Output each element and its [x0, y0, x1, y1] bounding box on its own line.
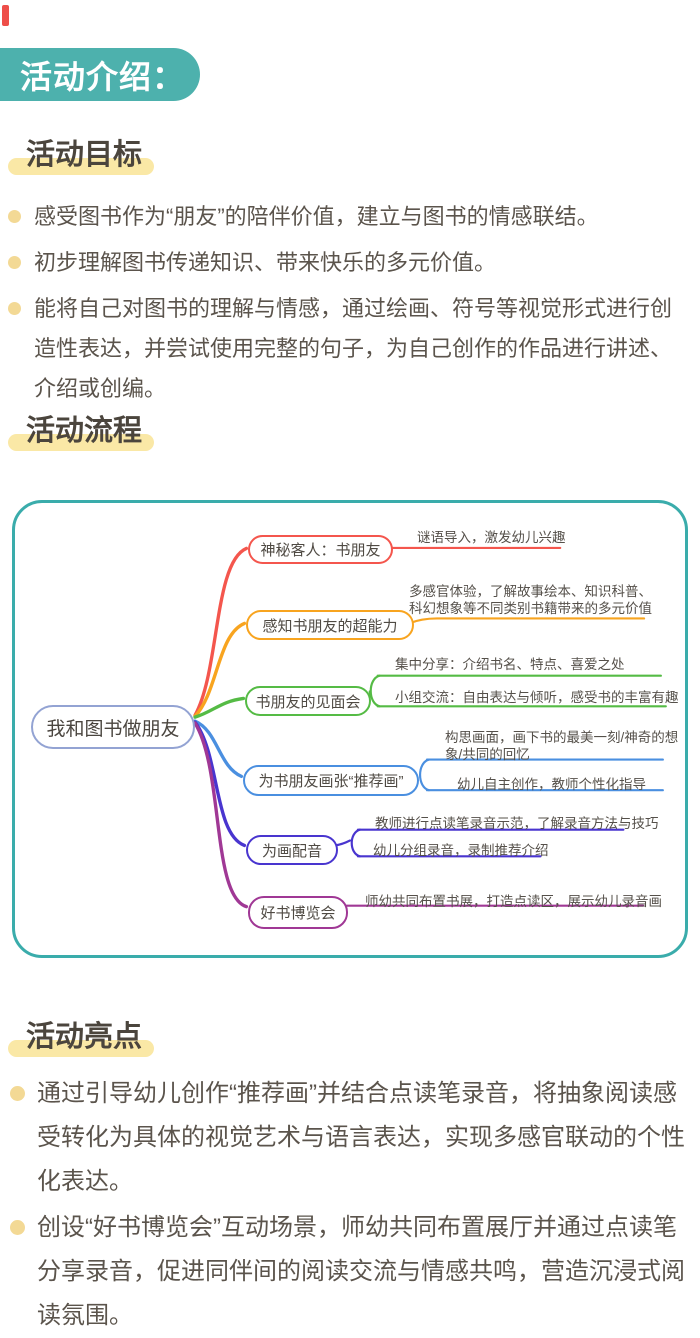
mindmap-leaf-text: 师幼共同布置书展，打造点读区，展示幼儿录音画: [365, 894, 662, 909]
mindmap-leaf-text: 教师进行点读笔录音示范，了解录音方法与技巧: [375, 816, 659, 831]
mindmap-branch-node: 书朋友的见面会: [245, 686, 371, 716]
mindmap-branch-node: 好书博览会: [248, 896, 348, 929]
mindmap-leaf-text: 谜语导入，激发幼儿兴趣: [417, 530, 566, 545]
banner-title: 活动介绍：: [20, 58, 186, 95]
list-item: 能将自己对图书的理解与情感，通过绘画、符号等视觉形式进行创造性表达，并尝试使用完…: [8, 289, 690, 409]
bullet-dot-icon: [8, 302, 21, 315]
list-item: 感受图书作为“朋友”的陪伴价值，建立与图书的情感联结。: [8, 197, 690, 237]
mindmap-branch-node: 为画配音: [246, 835, 338, 865]
bullet-dot-icon: [8, 210, 21, 223]
mindmap-leaf-text: 多感官体验，了解故事绘本、知识科普、科幻想象等不同类别书籍带来的多元价值: [409, 584, 652, 616]
mindmap-branch-node: 神秘客人：书朋友: [248, 535, 393, 564]
process-section-title: 活动流程: [8, 414, 155, 451]
highlights-list: 通过引导幼儿创作“推荐画”并结合点读笔录音，将抽象阅读感受转化为具体的视觉艺术与…: [10, 1072, 692, 1338]
red-dash-decoration: [2, 5, 9, 26]
bullet-dot-icon: [10, 1220, 25, 1235]
list-item: 初步理解图书传递知识、带来快乐的多元价值。: [8, 243, 690, 283]
title-highlight-bar: [8, 434, 155, 451]
mindmap-leaf-text: 小组交流：自由表达与倾听，感受书的丰富有趣: [395, 690, 679, 705]
mindmap-leaf-text: 幼儿分组录音，录制推荐介绍: [373, 843, 549, 858]
mindmap-root-node: 我和图书做朋友: [31, 705, 195, 749]
highlights-section-title: 活动亮点: [8, 1020, 155, 1057]
mindmap-leaf-text: 集中分享：介绍书名、特点、喜爱之处: [395, 657, 625, 672]
mindmap-connectors: [193, 546, 667, 909]
list-item: 创设“好书博览会”互动场景，师幼共同布置展厅并通过点读笔分享录音，促进同伴间的阅…: [10, 1206, 692, 1338]
section-banner: 活动介绍：: [0, 48, 200, 101]
mindmap-branch-node: 为书朋友画张“推荐画”: [243, 765, 419, 796]
mindmap-container: 我和图书做朋友 神秘客人：书朋友 感知书朋友的超能力 书朋友的见面会 为书朋友画…: [12, 500, 688, 958]
title-highlight-bar: [8, 158, 155, 175]
list-item: 通过引导幼儿创作“推荐画”并结合点读笔录音，将抽象阅读感受转化为具体的视觉艺术与…: [10, 1072, 692, 1204]
mindmap-branch-node: 感知书朋友的超能力: [246, 610, 414, 640]
bullet-dot-icon: [8, 256, 21, 269]
bullet-dot-icon: [10, 1086, 25, 1101]
mindmap-leaf-text: 幼儿自主创作，教师个性化指导: [457, 777, 646, 792]
goals-section-title: 活动目标: [8, 138, 155, 175]
mindmap-leaf-text: 构思画面，画下书的最美一刻/神奇的想象/共同的回忆: [445, 730, 679, 762]
title-highlight-bar: [8, 1040, 155, 1057]
goals-list: 感受图书作为“朋友”的陪伴价值，建立与图书的情感联结。 初步理解图书传递知识、带…: [8, 197, 690, 415]
